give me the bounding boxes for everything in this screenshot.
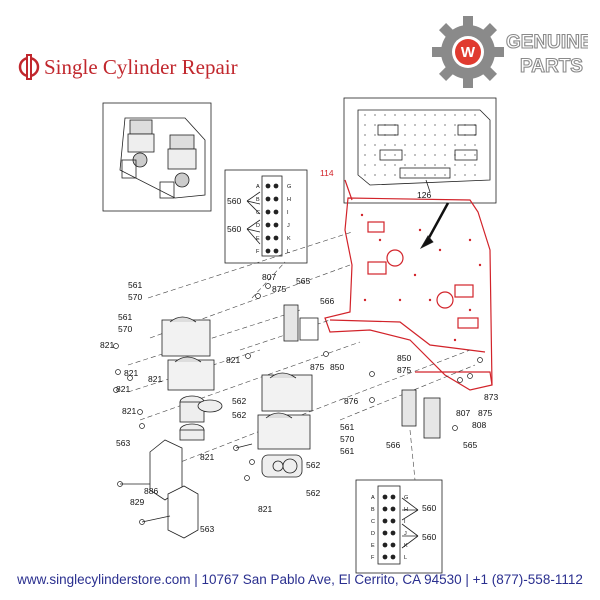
callout-850: 850: [397, 353, 411, 363]
callout-126: 126: [417, 190, 431, 200]
callout-875: 875: [397, 365, 411, 375]
transformer-upper: [161, 316, 215, 391]
terminal-letter: J: [404, 531, 407, 537]
callout-821: 821: [116, 384, 130, 394]
terminal-letter: J: [287, 223, 290, 229]
callout-570: 570: [340, 434, 354, 444]
bracket-563-lower: [167, 485, 199, 539]
terminal-letter: G: [287, 184, 291, 190]
transformer-lower: [257, 372, 313, 450]
callout-562: 562: [232, 410, 246, 420]
callout-821: 821: [200, 452, 214, 462]
gear-w-icon: W GENUINE PARTS: [432, 16, 593, 88]
capacitor-pair-right: [261, 454, 303, 478]
callout-875: 875: [478, 408, 492, 418]
callout-114: 114: [320, 168, 334, 178]
callout-561: 561: [340, 446, 354, 456]
callout-873: 873: [484, 392, 498, 402]
callout-875: 875: [310, 362, 324, 372]
callout-561: 561: [128, 280, 142, 290]
callout-566: 566: [320, 296, 334, 306]
callout-560: 560: [422, 503, 436, 513]
callout-561: 561: [118, 312, 132, 322]
callout-560: 560: [227, 196, 241, 206]
callout-562: 562: [306, 460, 320, 470]
terminal-letter: C: [256, 210, 260, 216]
callout-876: 876: [344, 396, 358, 406]
terminal-letter: I: [404, 519, 406, 525]
highlighted-panel-114: [324, 179, 493, 391]
callout-821: 821: [124, 368, 138, 378]
terminal-letter: C: [371, 519, 375, 525]
inset-terminal-block-lower: [355, 479, 443, 574]
callout-808: 808: [472, 420, 486, 430]
callout-560: 560: [422, 532, 436, 542]
sc-logo-icon: [18, 54, 40, 80]
inset-panel-detail: [343, 97, 497, 249]
callout-565: 565: [296, 276, 310, 286]
callout-570: 570: [128, 292, 142, 302]
svg-text:W: W: [461, 44, 476, 61]
callout-821: 821: [100, 340, 114, 350]
badge-line2: PARTS: [520, 56, 583, 77]
inset-transformer-assembly: [102, 102, 212, 212]
terminal-strip-565-lower: [401, 389, 441, 439]
terminal-letter: D: [256, 223, 260, 229]
terminal-letter: H: [287, 197, 291, 203]
terminal-letter: I: [287, 210, 289, 216]
brand-header: Single Cylinder Repair: [18, 52, 238, 82]
footer-contact: www.singlecylinderstore.com | 10767 San …: [17, 572, 583, 587]
terminal-letter: B: [256, 197, 260, 203]
inset-terminal-block-upper: [224, 169, 308, 264]
callout-886: 886: [144, 486, 158, 496]
callout-566: 566: [386, 440, 400, 450]
callout-570: 570: [118, 324, 132, 334]
terminal-letter: B: [371, 507, 375, 513]
terminal-letter: G: [404, 495, 408, 501]
terminal-letter: L: [404, 555, 407, 561]
callout-562: 562: [232, 396, 246, 406]
callout-807: 807: [262, 272, 276, 282]
callout-563: 563: [200, 524, 214, 534]
screws: [113, 283, 483, 525]
callout-561: 561: [340, 422, 354, 432]
callout-875: 875: [272, 284, 286, 294]
brand-name: Single Cylinder Repair: [44, 54, 238, 79]
callout-829: 829: [130, 497, 144, 507]
terminal-letter: E: [371, 543, 375, 549]
callout-562: 562: [306, 488, 320, 498]
terminal-letter: D: [371, 531, 375, 537]
terminal-letter: L: [287, 249, 290, 255]
callout-821: 821: [148, 374, 162, 384]
terminal-strip-565-upper: [283, 304, 319, 342]
callout-807: 807: [456, 408, 470, 418]
badge-line1: GENUINE: [506, 32, 588, 53]
callout-821: 821: [122, 406, 136, 416]
callout-821: 821: [258, 504, 272, 514]
terminal-letter: H: [404, 507, 408, 513]
callout-560: 560: [227, 224, 241, 234]
callout-563: 563: [116, 438, 130, 448]
callout-850: 850: [330, 362, 344, 372]
terminal-letter: K: [404, 543, 408, 549]
terminal-letter: K: [287, 236, 291, 242]
terminal-letter: E: [256, 236, 260, 242]
capacitor-pair-left: [179, 395, 223, 441]
callout-821: 821: [226, 355, 240, 365]
terminal-letter: F: [256, 249, 260, 255]
terminal-letter: F: [371, 555, 375, 561]
terminal-letter: A: [371, 495, 375, 501]
terminal-letter: A: [256, 184, 260, 190]
callout-565: 565: [463, 440, 477, 450]
genuine-parts-badge: W GENUINE PARTS: [428, 14, 593, 94]
